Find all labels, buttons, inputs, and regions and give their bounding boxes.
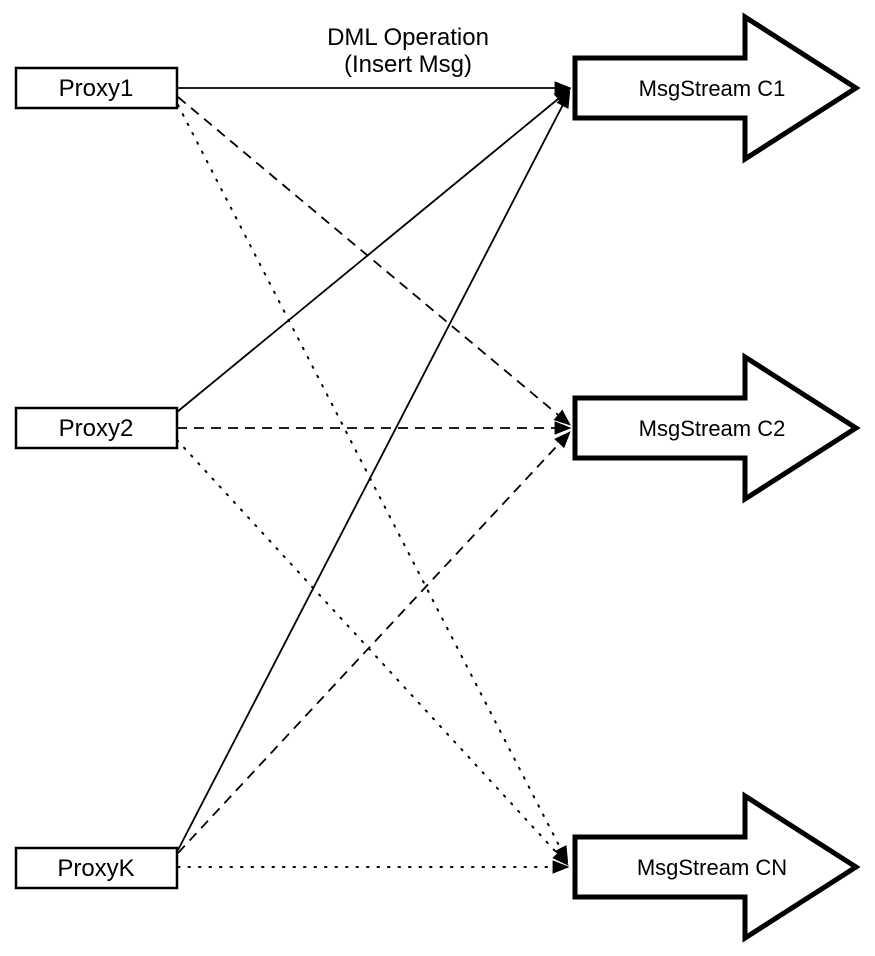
msgstream-cn-arrow-shape [572,791,861,943]
msgstream-c2-arrow-shape [572,352,861,504]
connection-proxy2-to-cn-line [176,439,569,866]
proxy1-label: Proxy1 [59,75,134,102]
msgstream-c2-label: MsgStream C2 [639,416,786,441]
msgstream-cn-node: MsgStream CN [572,791,861,943]
connection-proxy2-to-c1-line [176,88,571,413]
diagram-title-line2: (Insert Msg) [344,51,472,78]
msgstream-cn-label: MsgStream CN [637,855,787,880]
msgstream-c2-node: MsgStream C2 [572,352,861,504]
msgstream-c1-arrow-shape [572,12,861,164]
proxyk-node: ProxyK [14,846,179,890]
proxy2-node: Proxy2 [14,406,179,450]
proxyk-box [14,846,179,890]
connection-proxy1-to-cn-line [177,104,569,864]
diagram-title-line1: DML Operation [327,24,489,51]
proxy2-label: Proxy2 [59,415,134,442]
connection-proxyk-to-c1-line [177,90,571,851]
proxy1-node: Proxy1 [14,66,179,110]
proxy1-box [14,66,179,110]
msgstream-c1-node: MsgStream C1 [572,12,861,164]
proxy2-box [14,406,179,450]
proxyk-label: ProxyK [57,855,134,882]
connection-proxy1-to-c2-line [177,96,571,426]
msgstream-c1-label: MsgStream C1 [639,76,786,101]
connection-proxyk-to-c2-line [177,431,571,854]
